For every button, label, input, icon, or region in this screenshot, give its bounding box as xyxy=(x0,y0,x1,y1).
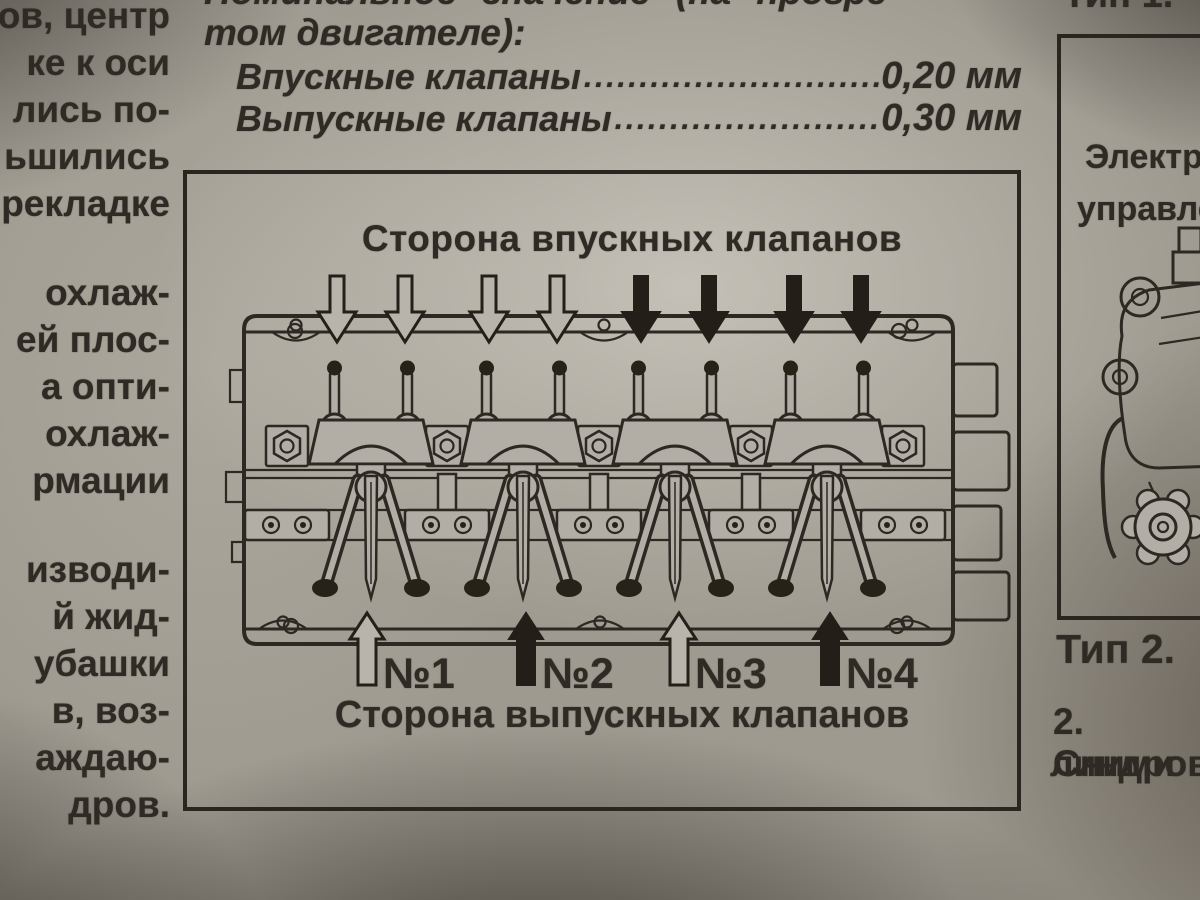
spec-row: Выпускные клапаны.......................… xyxy=(236,98,1022,140)
intake-side-label: Сторона впускных клапанов xyxy=(361,218,903,259)
intake-gasket-rail xyxy=(244,318,953,342)
left-text-column: ов, центр ке к оси лись по-ьшились рекладке… xyxy=(0,0,170,828)
dot-leader: ........................................… xyxy=(614,101,882,136)
step-text-line2: линдров xyxy=(1050,743,1200,784)
left-column-line: в, воз- xyxy=(51,690,170,731)
intake-arrow-5 xyxy=(620,275,662,344)
cylinder-assembly-2 xyxy=(461,361,585,599)
cylinder-number-label: №2 xyxy=(542,650,614,698)
left-column-line: ов, центр xyxy=(0,0,170,36)
solenoid-figure-box: Электро управле xyxy=(1057,34,1200,620)
type1-label: Тип 1. xyxy=(1063,0,1173,17)
exhaust-side-label: Сторона выпускных клапанов xyxy=(334,694,910,736)
upper-hex-bolts xyxy=(264,424,926,468)
left-column-line: дров. xyxy=(68,784,170,825)
solenoid-drawing xyxy=(1100,226,1200,566)
intake-arrow-6 xyxy=(688,275,730,344)
spec-rows: Впускные клапаны........................… xyxy=(236,56,1022,140)
exhaust-arrow-3 xyxy=(659,610,699,687)
left-column-line: охлаж- xyxy=(45,413,170,454)
left-column-line: лись по- xyxy=(12,89,170,130)
left-column-line: убашки xyxy=(33,643,170,684)
exhaust-arrow-2 xyxy=(507,611,545,686)
cylinder-number-label: №4 xyxy=(846,650,918,698)
intake-arrow-1 xyxy=(315,274,359,345)
intake-arrow-3 xyxy=(467,274,511,345)
dot-leader: ........................................… xyxy=(583,59,881,94)
nominal-value-heading-line2: том двигателе): xyxy=(204,12,526,53)
cylinder-head-outline xyxy=(224,314,1011,646)
exhaust-gasket-rail xyxy=(244,615,953,631)
intake-arrow-8 xyxy=(840,275,882,344)
intake-arrow-7 xyxy=(773,275,815,344)
cylinder-number-label: №1 xyxy=(383,650,455,698)
spec-label: Выпускные клапаны xyxy=(236,98,612,139)
nominal-value-heading-line1: Номинальное значение (на прогре- xyxy=(204,0,899,13)
solenoid-valve-outline xyxy=(1100,226,1200,566)
left-column-line: ке к оси xyxy=(26,42,170,83)
spec-label: Впускные клапаны xyxy=(236,56,581,97)
left-column-line: а опти- xyxy=(41,366,170,407)
solenoid-caption-line1: Электро xyxy=(1085,138,1200,176)
spec-value: 0,30 мм xyxy=(881,98,1022,139)
engine-head-svg xyxy=(224,274,1011,687)
left-column-line: аждаю- xyxy=(35,737,170,778)
spec-row: Впускные клапаны........................… xyxy=(236,56,1022,98)
cylinder-assembly-4 xyxy=(765,361,889,599)
valve-clearance-spec-block: Номинальное значение (на прогре- том дви… xyxy=(200,0,1022,152)
paragraph-gap xyxy=(0,227,170,269)
exhaust-arrow-1 xyxy=(347,610,387,687)
type2-label: Тип 2. xyxy=(1056,626,1176,672)
spec-value: 0,20 мм xyxy=(881,56,1022,97)
left-column-line: охлаж- xyxy=(45,272,170,313)
exhaust-arrow-4 xyxy=(811,611,849,686)
left-column-line: рекладке xyxy=(1,183,170,224)
left-column-line: й жид- xyxy=(52,596,170,637)
intake-arrow-2 xyxy=(383,274,427,345)
intake-arrow-4 xyxy=(535,274,579,345)
left-column-line: ьшились xyxy=(4,136,170,177)
valve-diagram-figure: Сторона впускных клапанов Сторона выпуск… xyxy=(183,170,1021,811)
cylinder-number-label: №3 xyxy=(695,650,767,698)
cylinder-assembly-1 xyxy=(309,361,433,599)
left-column-line: изводи- xyxy=(25,549,170,590)
paragraph-gap xyxy=(0,504,170,546)
cylinder-assembly-3 xyxy=(613,361,737,599)
left-column-line: ей плос- xyxy=(16,319,170,360)
solenoid-caption-line2: управле xyxy=(1077,190,1200,228)
step-text-line1: 2. Сними xyxy=(1053,701,1175,784)
left-column-line: рмации xyxy=(32,460,170,501)
